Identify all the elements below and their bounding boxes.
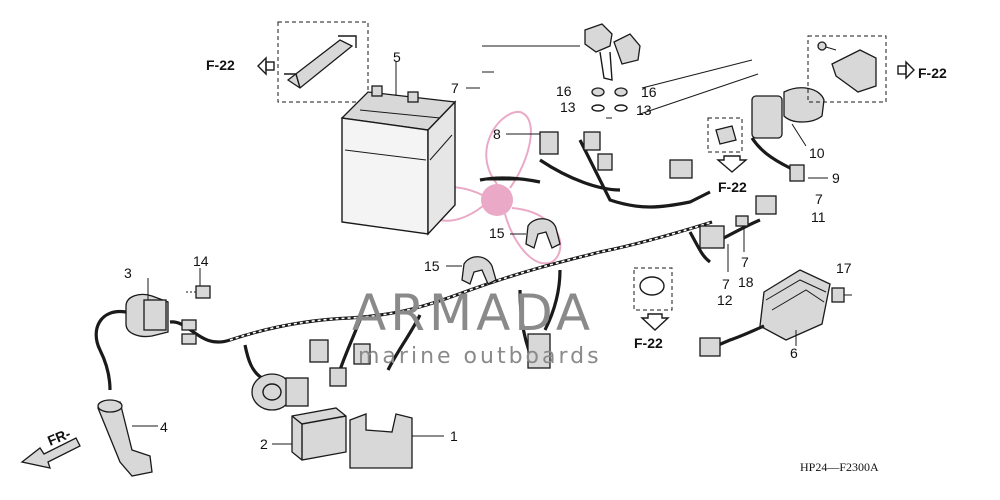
battery	[340, 85, 457, 236]
callout-4: 4	[160, 419, 168, 435]
stay-bracket-group	[807, 35, 887, 103]
callout-18: 18	[738, 274, 754, 290]
regulator-rectifier	[699, 269, 831, 357]
callout-17: 17	[836, 260, 852, 276]
callout-13-a: 13	[560, 99, 576, 115]
callout-6: 6	[790, 345, 798, 361]
reference-label-right: F-22	[918, 65, 947, 81]
callout-16-b: 16	[641, 84, 657, 100]
callout-13-b: 13	[636, 102, 652, 118]
watermark-brand: ARMADA	[352, 284, 594, 342]
callout-7-b: 7	[815, 191, 823, 207]
ignition-coil	[94, 293, 169, 391]
nuts-washers	[591, 87, 628, 112]
front-arrow	[20, 437, 81, 469]
callout-11: 11	[811, 209, 826, 225]
callout-9: 9	[832, 170, 840, 186]
reference-arrow-right	[897, 60, 915, 80]
callout-2: 2	[260, 436, 268, 452]
callout-12: 12	[717, 292, 733, 308]
callout-3: 3	[124, 265, 132, 281]
callout-16-a: 16	[556, 83, 572, 99]
bolt-14	[186, 285, 211, 299]
callout-7-d: 7	[722, 276, 730, 292]
watermark-hub	[481, 184, 513, 216]
spark-plug-cap	[97, 399, 153, 477]
terminal-covers	[584, 23, 641, 81]
callout-14: 14	[193, 253, 209, 269]
main-wire-harness	[169, 139, 761, 380]
callout-1: 1	[450, 428, 458, 444]
cdi-unit	[291, 407, 347, 461]
clip-box-a	[707, 117, 743, 153]
leader-lines	[132, 45, 828, 445]
watermark-tagline: marine outboards	[358, 344, 602, 369]
callout-7-c: 7	[741, 254, 749, 270]
cover-1	[349, 413, 413, 469]
reference-label-mid: F-22	[718, 179, 747, 195]
reference-arrow-down-b	[640, 313, 670, 331]
bolt-17	[831, 287, 852, 303]
reference-label-bottom: F-22	[634, 335, 663, 351]
callout-15-a: 15	[424, 258, 440, 274]
starter-relay	[750, 87, 825, 182]
clip-box-b	[633, 267, 673, 311]
generator-connector	[251, 373, 309, 411]
diagram-code: HP24—F2300A	[800, 460, 879, 474]
reference-label-left: F-22	[206, 57, 235, 73]
harness-connectors	[181, 131, 777, 387]
reference-arrow-left	[257, 56, 275, 76]
reference-arrow-down-a	[716, 155, 748, 173]
callout-15-b: 15	[489, 225, 505, 241]
callout-10: 10	[809, 145, 825, 161]
callout-7-a: 7	[451, 80, 459, 96]
battery-strap-group	[277, 21, 369, 103]
callout-5: 5	[393, 49, 401, 65]
callout-8: 8	[493, 126, 501, 142]
harness-clamps	[461, 218, 561, 285]
